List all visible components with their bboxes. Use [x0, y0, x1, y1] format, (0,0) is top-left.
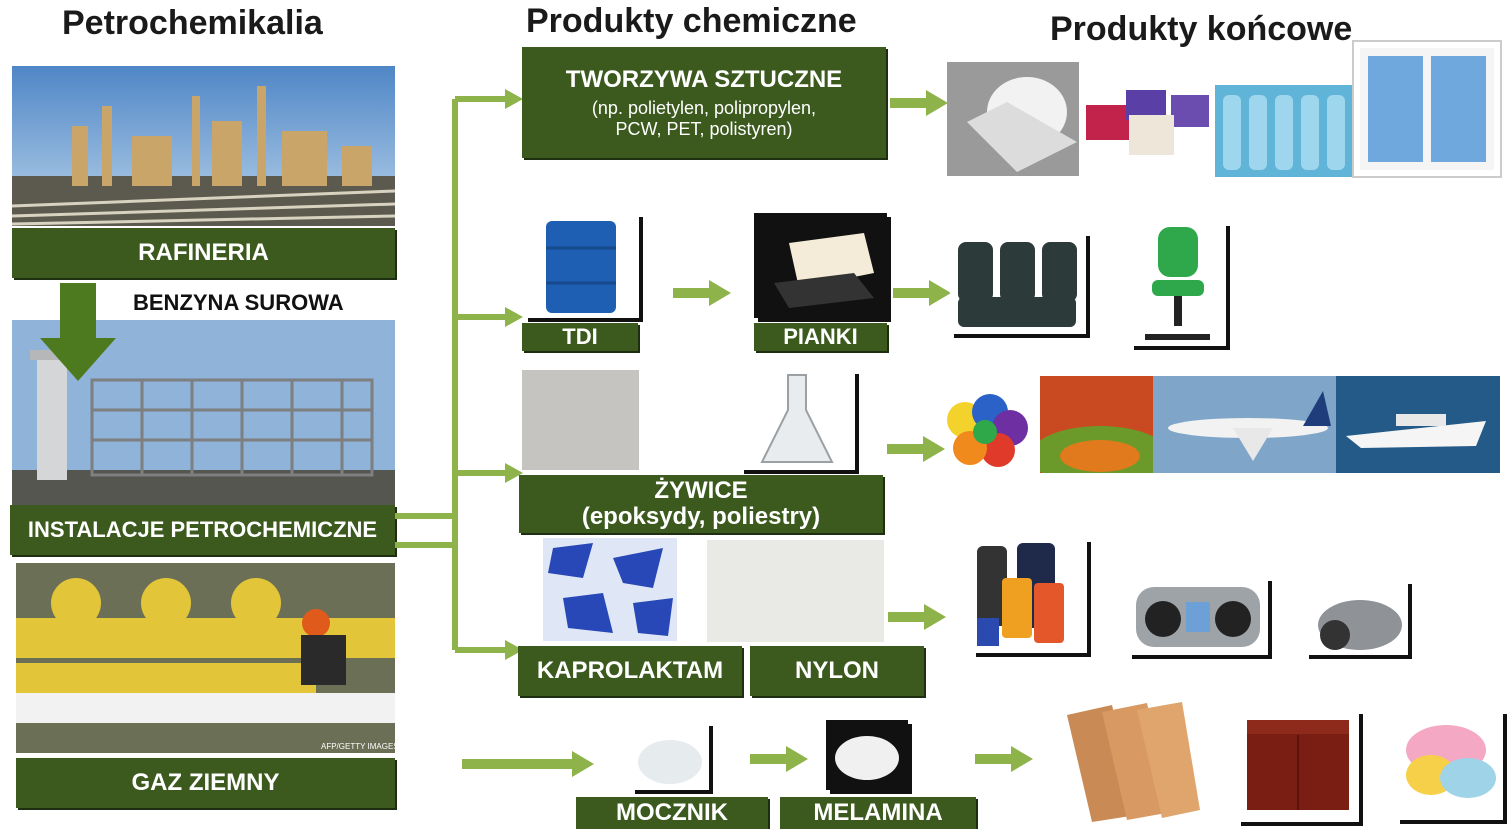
car-seat-covers-photo	[950, 232, 1086, 334]
plastics-examples-line1: (np. polietylen, polipropylen,	[591, 97, 817, 118]
pvc-window-photo	[1352, 40, 1502, 178]
office-chair-photo	[1130, 222, 1226, 346]
down-arrow-icon	[40, 283, 116, 381]
resins-title: ŻYWICE	[654, 477, 748, 504]
urea-granules-photo	[631, 722, 709, 790]
nylon-label: NYLON	[750, 646, 924, 696]
resins-label: ŻYWICE (epoksydy, poliestry)	[519, 475, 883, 533]
resin-floor-photo	[1040, 376, 1153, 473]
foams-label: PIANKI	[754, 323, 887, 351]
natural-gas-photo: AFP/GETTY IMAGES	[16, 563, 395, 753]
naphtha-label: BENZYNA SUROWA	[133, 290, 344, 315]
flask-photo	[740, 370, 855, 470]
header-chemical-products: Produkty chemiczne	[526, 2, 857, 40]
plastic-film-roll-photo	[947, 62, 1079, 176]
plastics-title: TWORZYWA SZTUCZNE	[565, 65, 843, 93]
plastic-boxes-photo	[1081, 85, 1211, 160]
plastics-box: TWORZYWA SZTUCZNE (np. polietylen, polip…	[522, 47, 886, 158]
arrow-right-icon	[673, 280, 731, 306]
arrow-right-icon	[893, 280, 951, 306]
header-petrochemicals: Petrochemikalia	[62, 4, 323, 42]
tdi-label: TDI	[522, 323, 638, 351]
yacht-photo	[1336, 376, 1500, 473]
arrow-right-icon	[887, 436, 945, 462]
petrochemical-plant-photo	[12, 320, 395, 505]
refinery-label: RAFINERIA	[12, 228, 395, 278]
petrochemical-installations-label: INSTALACJE PETROCHEMICZNE	[10, 505, 395, 555]
photo-credit: AFP/GETTY IMAGES	[321, 742, 395, 751]
refinery-photo	[12, 66, 395, 226]
plastics-examples-line2: PCW, PET, polistyren)	[615, 118, 793, 139]
boombox-photo	[1128, 577, 1268, 655]
urea-label: MOCZNIK	[576, 797, 768, 829]
arrow-right-icon	[462, 751, 594, 777]
distribution-connector	[395, 89, 523, 660]
resin-granules-photo	[522, 370, 639, 470]
header-end-products: Produkty końcowe	[1050, 10, 1353, 48]
clothing-photo	[972, 538, 1087, 653]
arrow-right-icon	[890, 90, 948, 116]
arrow-right-icon	[750, 746, 808, 772]
melamine-dishes-photo	[1396, 710, 1503, 820]
melamine-powder-photo	[826, 720, 908, 790]
laminate-panels-photo	[1062, 700, 1202, 825]
natural-gas-label: GAZ ZIEMNY	[16, 758, 395, 808]
foam-photo	[754, 213, 887, 318]
plastic-bottles-photo	[1215, 85, 1353, 177]
nylon-granules-photo	[707, 540, 884, 642]
vacuum-cleaner-photo	[1305, 580, 1408, 655]
caprolactam-label: KAPROLAKTAM	[518, 646, 742, 696]
arrow-right-icon	[888, 604, 946, 630]
airplane-photo	[1153, 376, 1336, 473]
resins-examples: (epoksydy, poliestry)	[581, 503, 821, 530]
melamine-label: MELAMINA	[780, 797, 976, 829]
paint-pigments-photo	[940, 390, 1030, 470]
arrow-right-icon	[975, 746, 1033, 772]
tdi-barrel-photo	[524, 213, 639, 318]
cabinet-photo	[1237, 710, 1359, 822]
caprolactam-crystals-photo	[543, 538, 677, 641]
